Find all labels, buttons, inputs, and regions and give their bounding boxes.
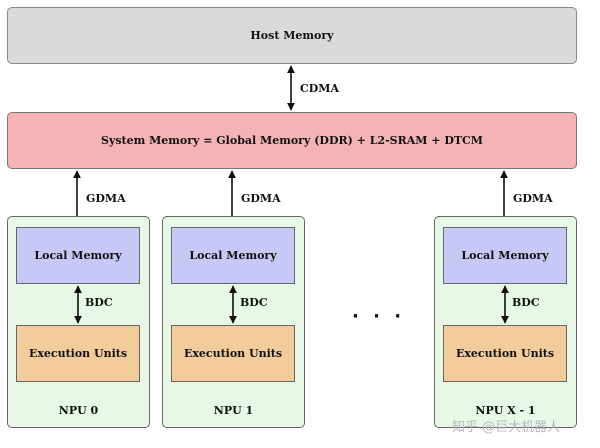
system-memory-box: System Memory = Global Memory (DDR) + L2… [7, 112, 577, 169]
npu-0-box: Local Memory BDC Execution Units NPU 0 [7, 216, 150, 428]
host-memory-label: Host Memory [250, 29, 334, 42]
gdma-label-npu0: GDMA [86, 192, 126, 205]
local-memory-box: Local Memory [16, 227, 140, 284]
bdc-label: BDC [512, 296, 540, 309]
gdma-label-npux: GDMA [513, 192, 553, 205]
bdc-label: BDC [85, 296, 113, 309]
bdc-arrow [74, 285, 82, 324]
npu-label: NPU X - 1 [475, 404, 536, 417]
execution-units-box: Execution Units [171, 325, 295, 382]
execution-units-box: Execution Units [443, 325, 567, 382]
bdc-arrow [501, 285, 509, 324]
ellipsis: · · · [352, 306, 406, 327]
execution-units-box: Execution Units [16, 325, 140, 382]
npu-label: NPU 1 [213, 404, 254, 417]
npu-label: NPU 0 [58, 404, 99, 417]
gdma-label-npu1: GDMA [241, 192, 281, 205]
bdc-label: BDC [240, 296, 268, 309]
local-memory-box: Local Memory [171, 227, 295, 284]
cdma-label: CDMA [300, 82, 340, 95]
host-memory-box: Host Memory [7, 7, 577, 64]
bdc-arrow [229, 285, 237, 324]
system-memory-label: System Memory = Global Memory (DDR) + L2… [101, 134, 483, 147]
npu-1-box: Local Memory BDC Execution Units NPU 1 [162, 216, 305, 428]
local-memory-box: Local Memory [443, 227, 567, 284]
npu-last-box: Local Memory BDC Execution Units NPU X -… [434, 216, 577, 428]
watermark: 知乎 @巨大机器人 [452, 420, 561, 435]
